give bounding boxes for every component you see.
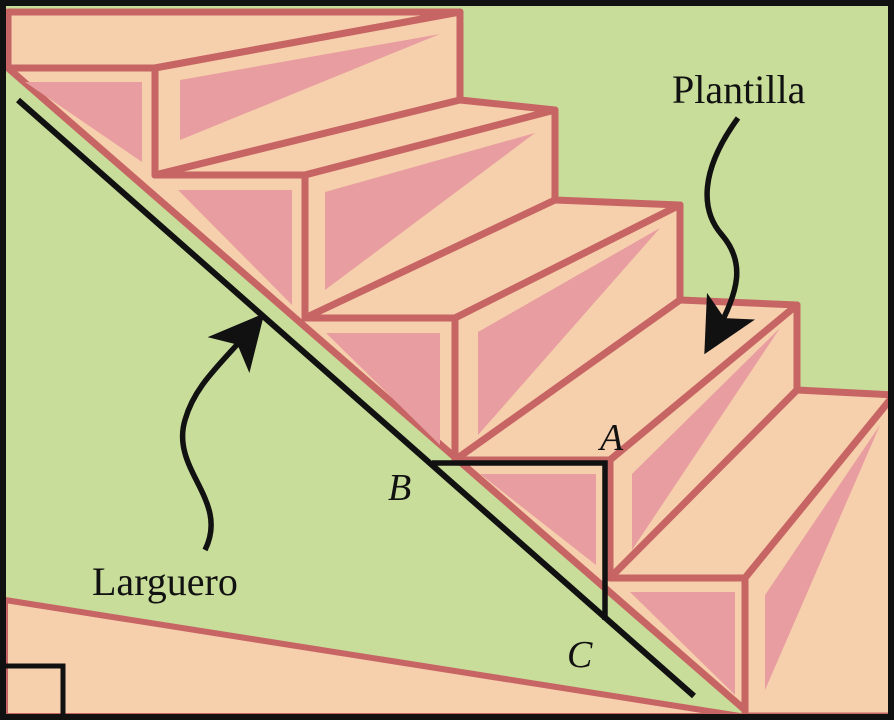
plantilla-arrow (704, 116, 756, 355)
template-right-angle (432, 460, 608, 620)
stringer-line (16, 97, 696, 699)
larguero-label: Larguero (92, 559, 238, 604)
riser-shade-1 (180, 34, 440, 140)
riser-shade-3 (478, 228, 660, 435)
side-triangles (25, 82, 735, 695)
corner-right-angle-mark (5, 663, 66, 716)
riser-shade-5 (765, 425, 880, 690)
riser-shade-2 (325, 133, 535, 290)
step-1 (4, 8, 464, 179)
point-c-label: C (567, 634, 593, 676)
plantilla-label: Plantilla (672, 67, 806, 112)
point-b-label: B (388, 467, 411, 509)
step-3 (301, 196, 684, 464)
step-5 (606, 386, 894, 720)
point-a-label: A (597, 417, 624, 459)
riser-shade-4 (632, 328, 780, 550)
tread-5 (606, 386, 894, 582)
larguero-arrow (179, 313, 265, 552)
